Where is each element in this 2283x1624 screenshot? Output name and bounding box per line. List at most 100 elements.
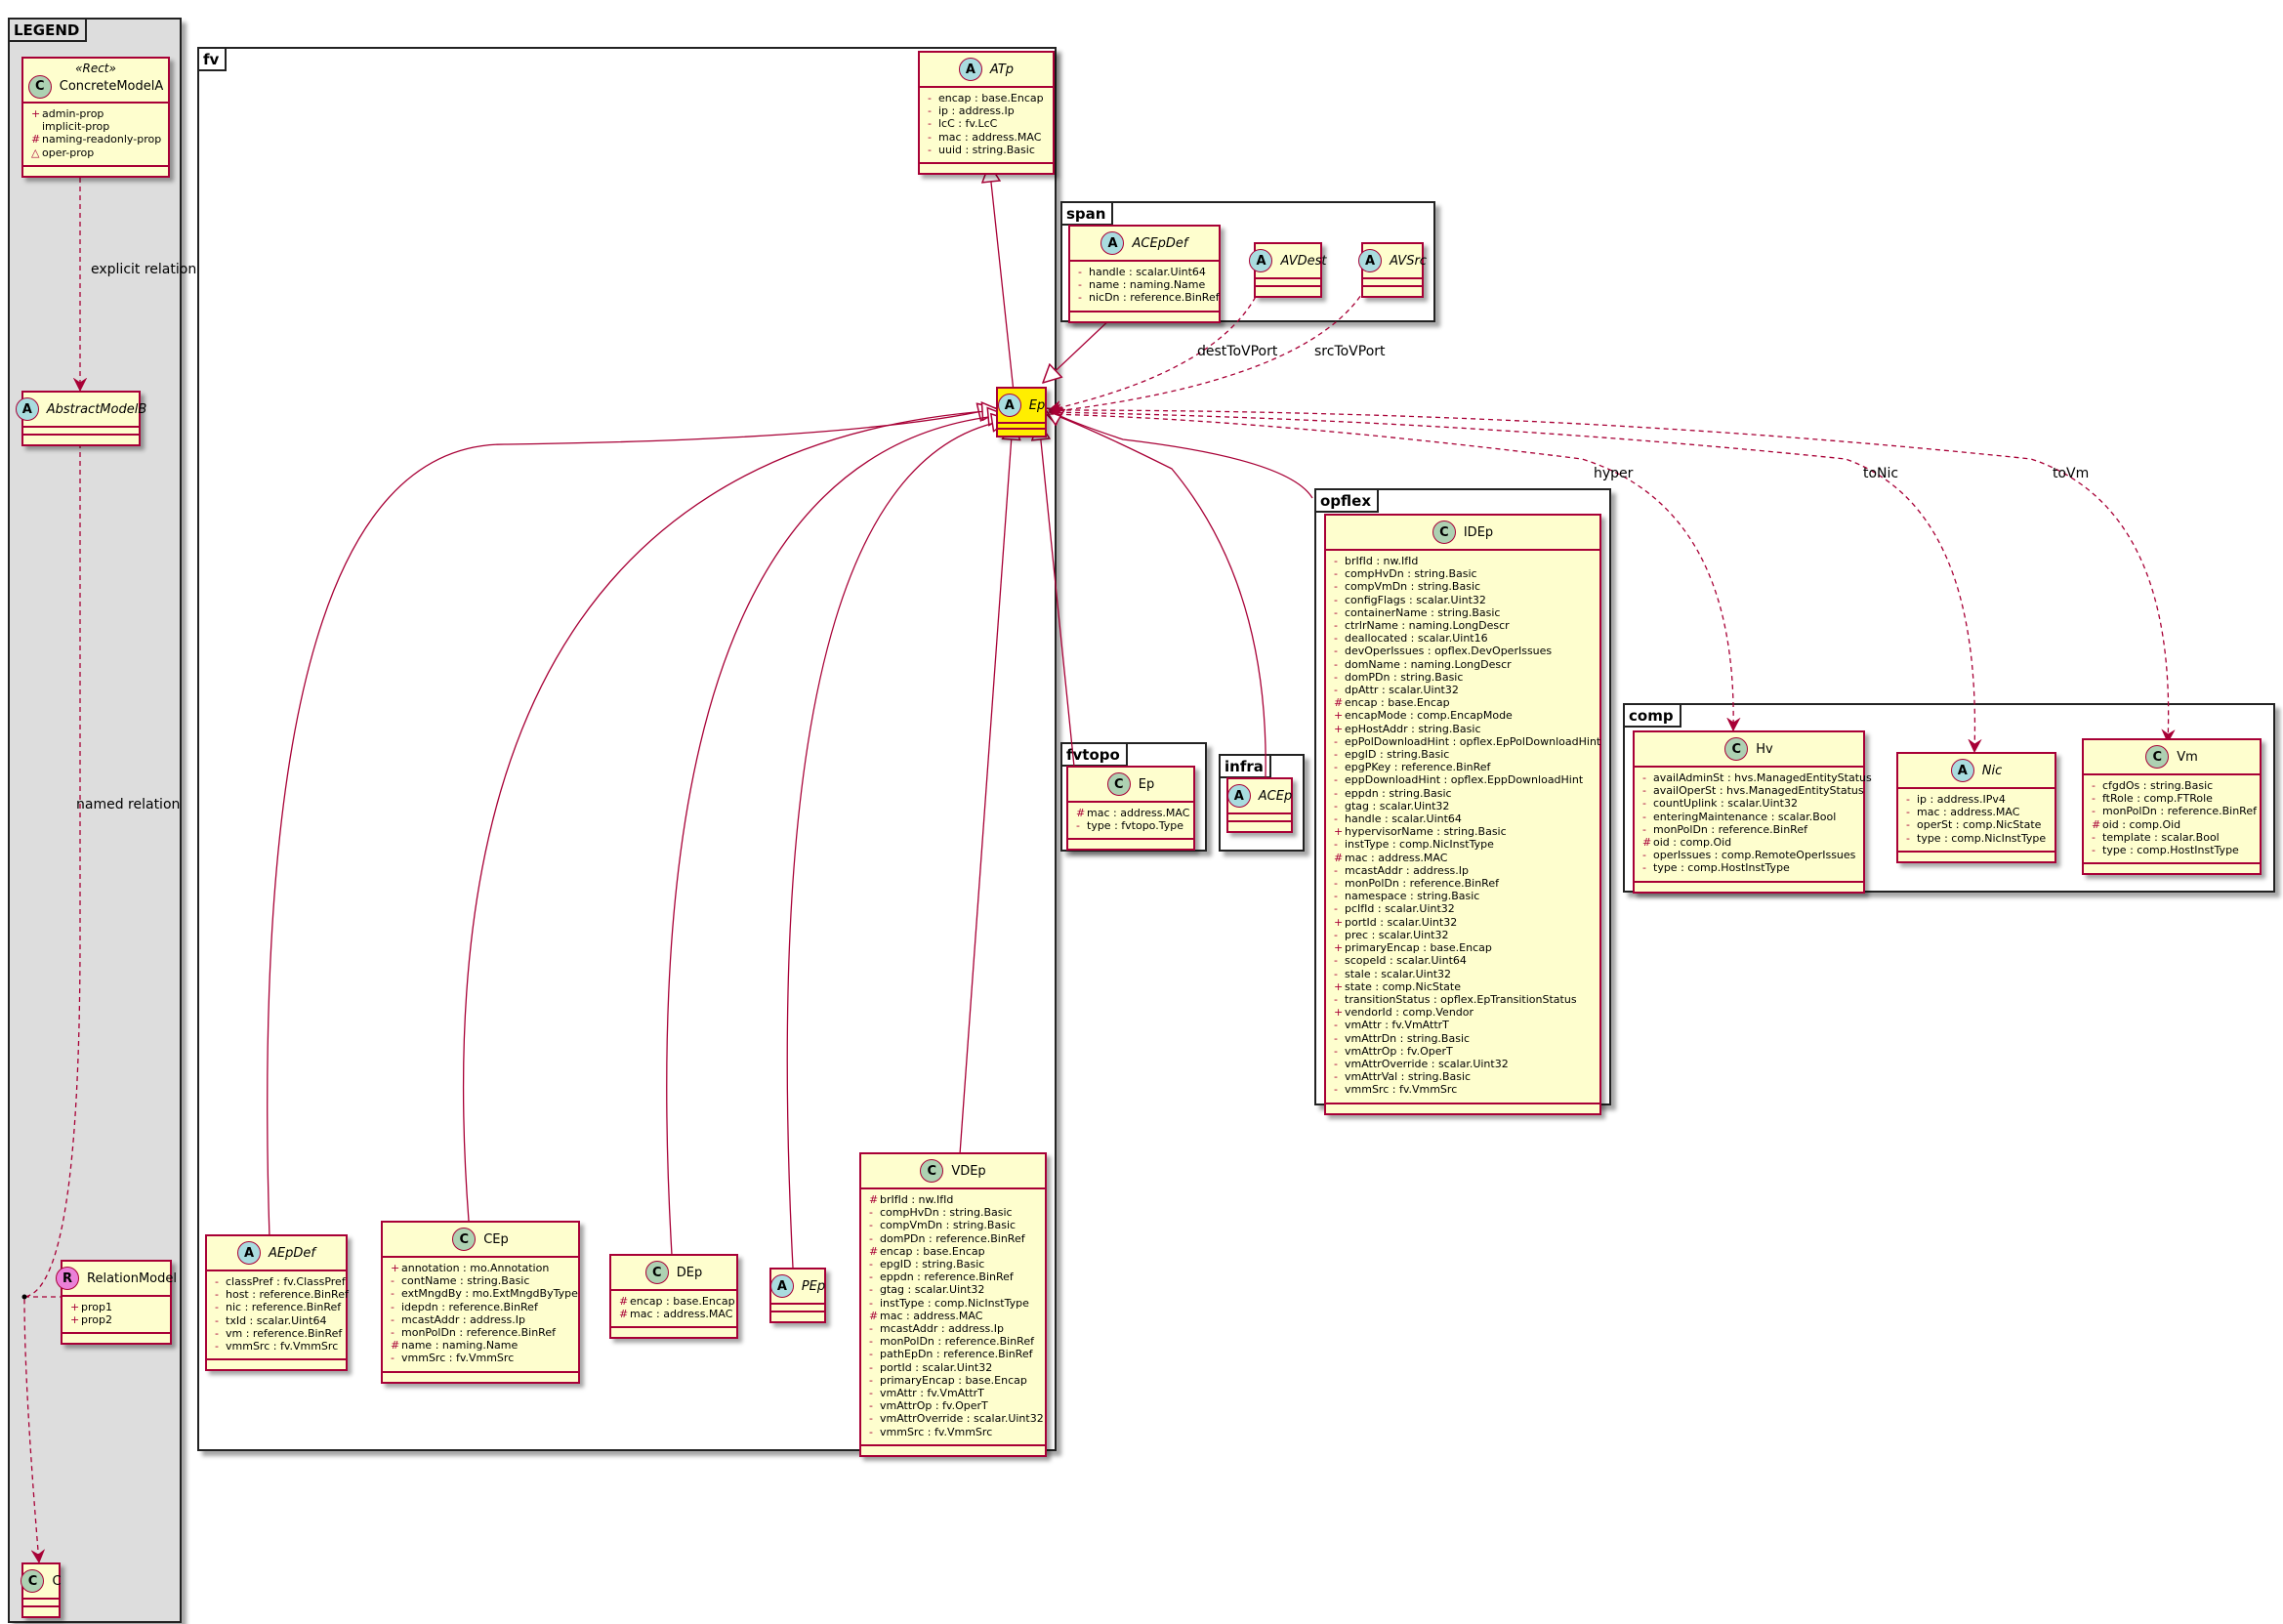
attribute-text: vmAttrOp : fv.OperT — [1345, 1044, 1453, 1058]
class-name: VDEp — [951, 1163, 986, 1179]
attribute-text: dpAttr : scalar.Uint32 — [1345, 684, 1459, 697]
concrete-class-icon: C — [21, 1569, 45, 1593]
visibility-icon: - — [1334, 1031, 1338, 1045]
visibility-icon: - — [1906, 818, 1910, 832]
class-name: ACEp — [1258, 788, 1293, 804]
class-methods — [998, 430, 1045, 436]
visibility-icon: - — [1078, 266, 1082, 278]
class-attribute: -eppdn : reference.BinRef — [869, 1270, 1037, 1283]
class-attribute: -operIssues : comp.RemoteOperIssues — [1642, 849, 1855, 861]
attribute-text: template : scalar.Bool — [2102, 830, 2220, 844]
class-attribute: -extMngdBy : mo.ExtMngdByType — [391, 1287, 578, 1300]
class-attributes — [1363, 279, 1422, 287]
class-attribute: +prop2 — [70, 1313, 162, 1326]
visibility-icon: + — [31, 107, 41, 120]
visibility-icon: - — [1334, 967, 1338, 980]
attribute-text: instType : comp.NicInstType — [880, 1296, 1029, 1310]
class-attribute: -vmmSrc : fv.VmmSrc — [869, 1426, 1037, 1438]
visibility-icon: - — [1642, 822, 1646, 836]
attribute-text: vmAttrOp : fv.OperT — [880, 1399, 988, 1413]
edge-label-hyper: hyper — [1594, 466, 1634, 481]
attribute-text: vmAttr : fv.VmAttrT — [1345, 1019, 1449, 1032]
concrete-class-icon: C — [1724, 737, 1749, 761]
class-attribute: -pathEpDn : reference.BinRef — [869, 1348, 1037, 1360]
visibility-icon: - — [1334, 555, 1338, 567]
attribute-text: mac : address.MAC — [1917, 806, 2020, 819]
class-attribute: -vmAttrOverride : scalar.Uint32 — [869, 1412, 1044, 1425]
class-attribute: -ip : address.Ip — [928, 104, 1045, 117]
visibility-icon: - — [1334, 954, 1338, 968]
class-attribute: +epHostAddr : string.Basic — [1334, 723, 1592, 735]
attribute-text: domName : naming.LongDescr — [1345, 657, 1512, 671]
class-name: Vm — [2177, 749, 2198, 765]
abstract-class-icon: A — [1249, 249, 1273, 272]
attribute-text: vmAttrOverride : scalar.Uint32 — [1345, 1057, 1509, 1070]
visibility-icon: - — [1642, 810, 1646, 823]
visibility-icon: - — [1334, 1083, 1338, 1097]
visibility-icon: # — [2092, 817, 2101, 831]
class-attribute: -dpAttr : scalar.Uint32 — [1334, 684, 1592, 696]
concrete-class-icon: C — [1106, 772, 1131, 796]
concrete-class-icon: C — [27, 74, 52, 99]
attribute-text: ftRole : comp.FTRole — [2102, 792, 2213, 806]
attribute-text: availAdminSt : hvs.ManagedEntityStatus — [1653, 771, 1872, 784]
visibility-icon: # — [1334, 851, 1344, 864]
visibility-icon: - — [1334, 593, 1338, 606]
visibility-icon: - — [928, 117, 932, 131]
visibility-icon: - — [1334, 863, 1338, 877]
class-attribute: +admin-prop — [31, 107, 160, 120]
attribute-text: mcastAddr : address.Ip — [1345, 863, 1470, 877]
class-name: ACEpDef — [1132, 235, 1188, 251]
attribute-text: epPolDownloadHint : opflex.EpPolDownload… — [1345, 734, 1601, 748]
visibility-icon: - — [869, 1373, 873, 1387]
class-methods — [23, 436, 139, 444]
class-attribute: -configFlags : scalar.Uint32 — [1334, 594, 1592, 606]
visibility-icon: - — [869, 1360, 873, 1374]
edge-acep-ep — [1043, 410, 1266, 778]
class-attribute: -epgPKey : reference.BinRef — [1334, 761, 1592, 773]
visibility-icon: + — [391, 1262, 400, 1274]
visibility-icon: - — [1334, 580, 1338, 594]
attribute-text: gtag : scalar.Uint32 — [880, 1283, 985, 1297]
attribute-text: type : comp.HostInstType — [1653, 861, 1790, 875]
attribute-text: vmAttr : fv.VmAttrT — [880, 1387, 984, 1400]
visibility-icon: - — [1334, 632, 1338, 645]
class-name: Nic — [1981, 763, 2003, 778]
visibility-icon: - — [869, 1322, 873, 1336]
class-attribute: -instType : comp.NicInstType — [1334, 838, 1592, 851]
visibility-icon: - — [869, 1296, 873, 1310]
visibility-icon: - — [1334, 567, 1338, 581]
edge-cep-ep — [462, 410, 1000, 1222]
class-attributes — [998, 424, 1045, 430]
attribute-text: vmAttrVal : string.Basic — [1345, 1070, 1472, 1084]
edge-acepdef-ep — [1043, 315, 1114, 383]
attribute-text: encapMode : comp.EncapMode — [1345, 709, 1513, 723]
class-name: C — [52, 1573, 62, 1589]
attribute-text: containerName : string.Basic — [1345, 605, 1501, 619]
visibility-icon: + — [1334, 825, 1344, 839]
